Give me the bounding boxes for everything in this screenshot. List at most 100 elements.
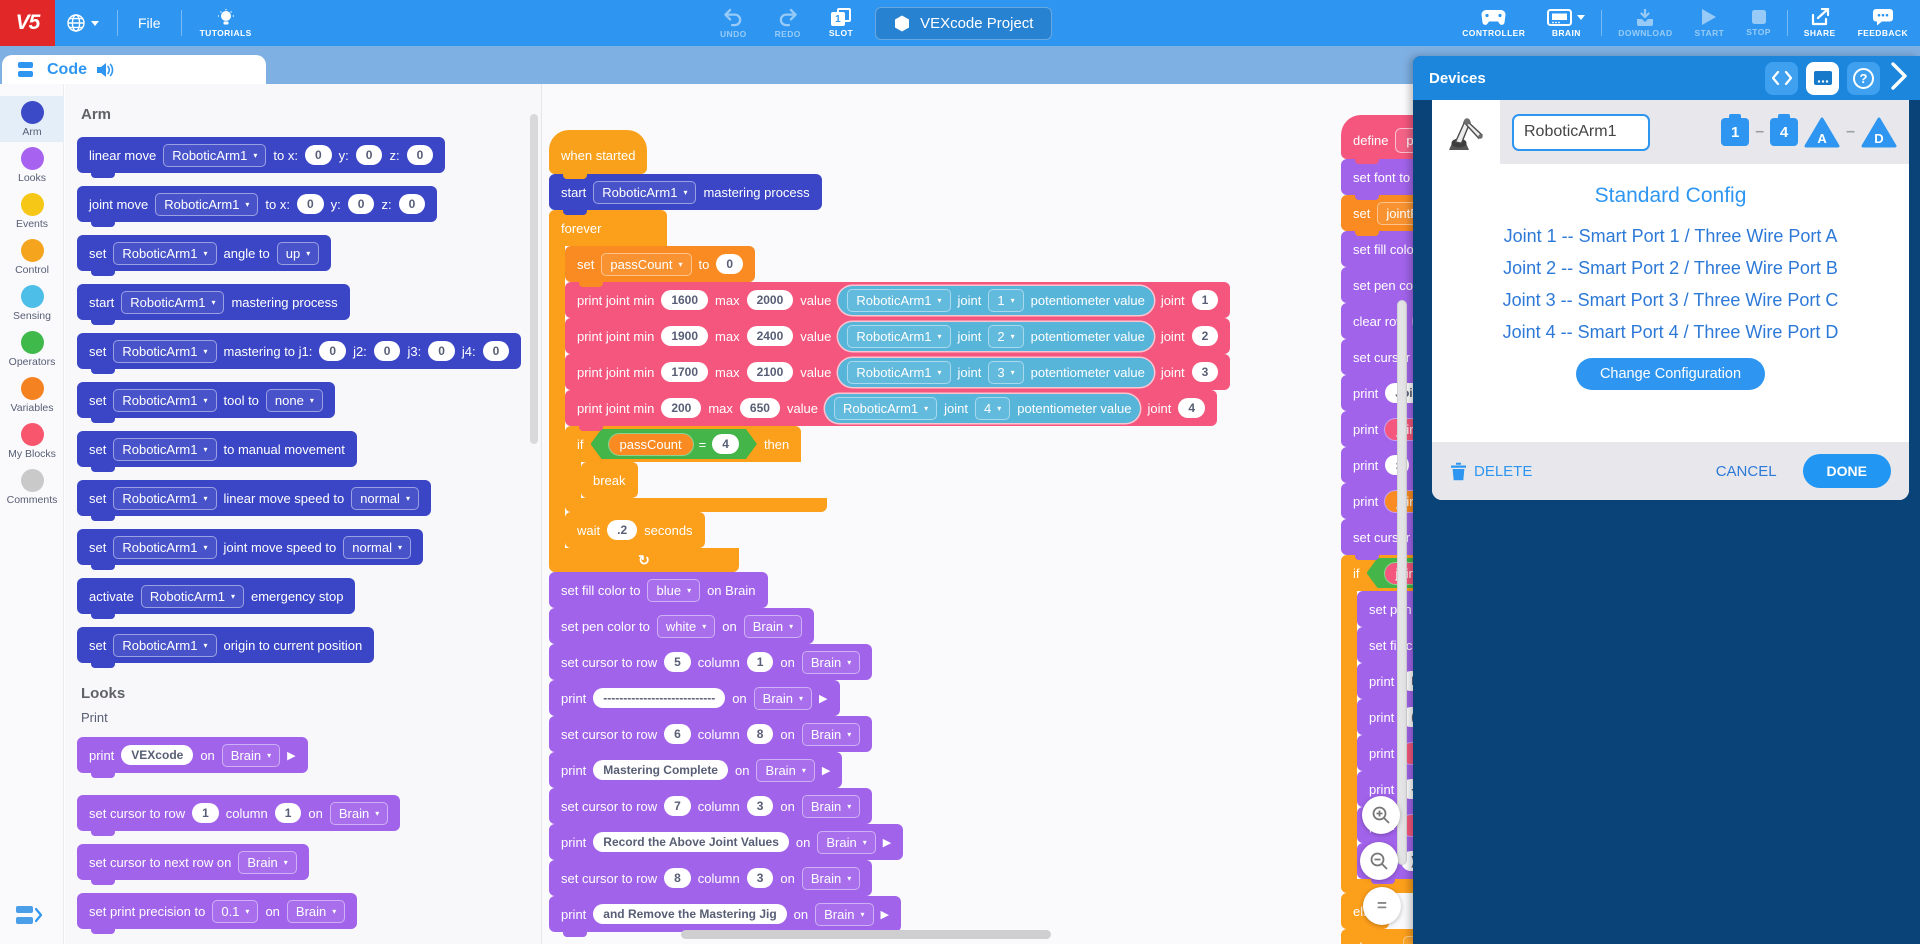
block-input[interactable]: 0 <box>355 145 383 165</box>
controller-button[interactable]: CONTROLLER <box>1456 9 1531 38</box>
tutorials-button[interactable]: TUTORIALS <box>194 8 258 38</box>
block-dropdown[interactable]: Brain▾ <box>329 801 389 825</box>
block-input[interactable]: ---------------------------- <box>593 688 726 708</box>
block-input[interactable]: 1 <box>274 803 302 823</box>
block-dropdown[interactable]: 3▾ <box>988 360 1024 384</box>
sidebar-category[interactable]: Sensing <box>0 280 64 326</box>
block-dropdown[interactable]: Brain▾ <box>238 850 297 874</box>
block-dropdown[interactable]: Brain▾ <box>801 722 861 746</box>
block-dropdown[interactable]: RoboticArm1▾ <box>113 241 217 265</box>
block-dropdown[interactable]: RoboticArm1▾ <box>121 290 225 314</box>
block-input[interactable]: 0 <box>347 194 375 214</box>
block-dropdown[interactable]: Brain▾ <box>801 794 861 818</box>
block-dropdown[interactable]: RoboticArm1▾ <box>593 180 697 204</box>
sidebar-category[interactable]: Events <box>0 188 64 234</box>
block-input[interactable]: 4 <box>1178 398 1206 418</box>
block-dropdown[interactable]: RoboticArm1▾ <box>113 339 217 363</box>
boolean-condition[interactable]: passCount=4 <box>591 429 757 459</box>
block-dropdown[interactable]: Brain▾ <box>743 614 803 638</box>
block-dropdown[interactable]: RoboticArm1▾ <box>834 396 938 420</box>
slot-button[interactable]: 1 SLOT <box>823 8 859 38</box>
block-dropdown[interactable]: Brain▾ <box>221 743 281 767</box>
block-dropdown[interactable]: Brain▾ <box>817 830 876 854</box>
start-button[interactable]: START <box>1689 8 1731 38</box>
block-dropdown[interactable]: RoboticArm1▾ <box>163 143 267 167</box>
delete-device-button[interactable]: DELETE <box>1450 462 1532 481</box>
code-view-button[interactable] <box>1765 61 1798 95</box>
code-block[interactable]: break <box>581 462 638 503</box>
block-input[interactable]: 8 <box>746 724 774 744</box>
block-dropdown[interactable]: Brain▾ <box>756 758 815 782</box>
block-dropdown[interactable]: 2▾ <box>988 324 1024 348</box>
project-name-button[interactable]: VEXcode Project <box>875 6 1053 40</box>
block-dropdown[interactable]: RoboticArm1▾ <box>113 486 217 510</box>
block-input[interactable]: and Remove the Mastering Jig <box>593 904 787 924</box>
block-input[interactable]: 0 <box>398 194 426 214</box>
speaker-icon[interactable] <box>96 62 114 78</box>
zoom-in-button[interactable] <box>1362 796 1400 834</box>
block-input[interactable]: 2100 <box>746 362 794 382</box>
share-button[interactable]: SHARE <box>1798 8 1842 38</box>
block-dropdown[interactable]: Brain▾ <box>801 866 861 890</box>
block-dropdown[interactable]: none▾ <box>265 388 323 412</box>
block-input[interactable]: 1700 <box>661 362 709 382</box>
code-block[interactable]: print: <box>1341 447 1422 488</box>
tab-code[interactable]: Code <box>2 55 266 84</box>
block-input[interactable]: 650 <box>739 398 780 418</box>
block-dropdown[interactable]: RoboticArm1▾ <box>113 633 217 657</box>
block-input[interactable]: Mastering Complete <box>593 760 728 780</box>
block-dropdown[interactable]: Brain▾ <box>801 650 861 674</box>
block-input[interactable]: 0 <box>304 145 332 165</box>
change-configuration-button[interactable]: Change Configuration <box>1575 358 1766 390</box>
block-dropdown[interactable]: RoboticArm1▾ <box>113 437 217 461</box>
block-input[interactable]: .2 <box>607 520 638 540</box>
stop-button[interactable]: STOP <box>1740 9 1777 37</box>
canvas-horizontal-scrollbar[interactable] <box>681 930 1051 939</box>
block-input[interactable]: 2 <box>1191 326 1219 346</box>
collapse-panel-button[interactable] <box>1890 61 1908 96</box>
file-menu[interactable]: File <box>138 15 161 31</box>
block-input[interactable]: 0 <box>482 341 510 361</box>
block-dropdown[interactable]: up▾ <box>276 241 320 265</box>
block-dropdown[interactable]: Brain▾ <box>753 686 813 710</box>
block-input[interactable]: 0 <box>428 341 455 361</box>
block-input[interactable]: 3 <box>746 796 774 816</box>
block-dropdown[interactable]: blue▾ <box>647 578 701 602</box>
block-input[interactable]: 0 <box>319 341 347 361</box>
palette-scrollbar[interactable] <box>530 114 538 444</box>
block-dropdown[interactable]: RoboticArm1▾ <box>113 535 217 559</box>
sidebar-category[interactable]: Variables <box>0 372 64 418</box>
block-dropdown[interactable]: Brain▾ <box>815 902 874 926</box>
block-input[interactable]: 1600 <box>661 290 709 310</box>
devices-view-button[interactable] <box>1806 61 1839 95</box>
block-input[interactable]: 4 <box>712 434 739 454</box>
code-block[interactable]: when started <box>549 130 648 179</box>
block-dropdown[interactable]: normal▾ <box>351 486 419 510</box>
block-dropdown[interactable]: RoboticArm1▾ <box>140 584 244 608</box>
